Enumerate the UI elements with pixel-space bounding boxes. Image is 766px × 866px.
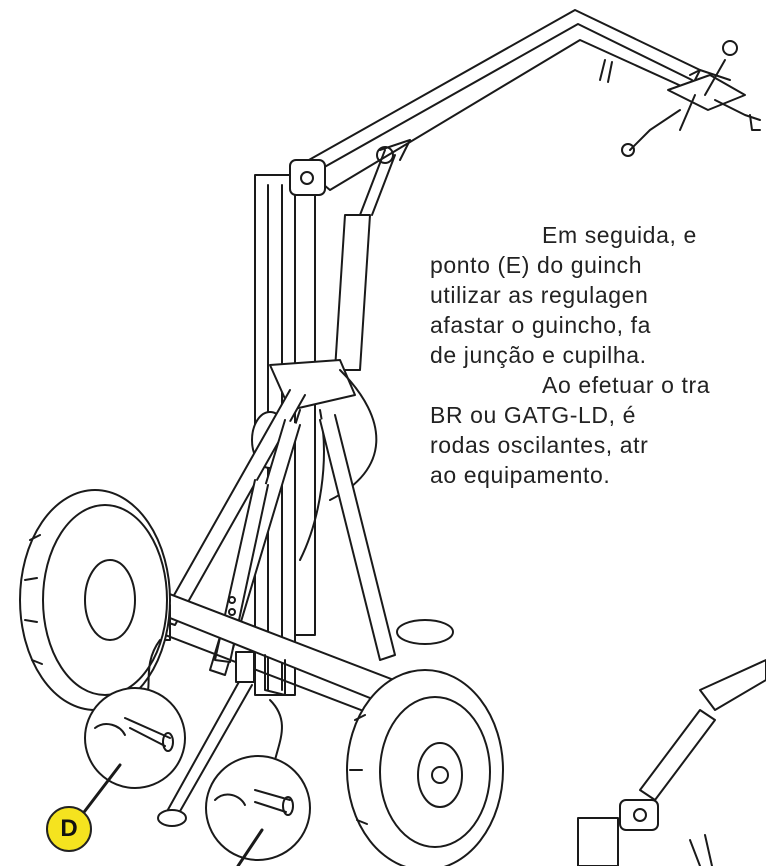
paragraph-line: ao equipamento. (430, 462, 611, 488)
pin-detail-right (205, 699, 311, 866)
paragraph-line: utilizar as regulagen (430, 282, 649, 308)
paragraph-line: ponto (E) do guinch (430, 252, 643, 278)
paragraph-instructions-1: Em seguida, e ponto (E) do guinch utiliz… (430, 220, 697, 370)
second-illustration-partial (577, 659, 766, 866)
paragraph-instructions-2: Ao efetuar o tra BR ou GATG-LD, é rodas … (430, 370, 710, 490)
hydraulic-cylinder (334, 146, 396, 371)
foot-pad (396, 619, 454, 645)
paragraph-line: Ao efetuar o tra (542, 372, 711, 398)
paragraph-line: BR ou GATG-LD, é (430, 402, 637, 428)
stand-leg (157, 651, 255, 827)
winch-boom (299, 9, 701, 191)
paragraph-line: afastar o guincho, fa (430, 312, 652, 338)
right-wheel (346, 669, 504, 866)
paragraph-line: de junção e cupilha. (430, 342, 647, 368)
hook-assembly-icon (599, 40, 761, 157)
left-wheel (19, 489, 171, 711)
paragraph-line: Em seguida, e (542, 222, 697, 248)
paragraph-line: rodas oscilantes, atr (430, 432, 649, 458)
pin-detail-left (76, 639, 186, 822)
callout-label-d: D (46, 806, 92, 852)
